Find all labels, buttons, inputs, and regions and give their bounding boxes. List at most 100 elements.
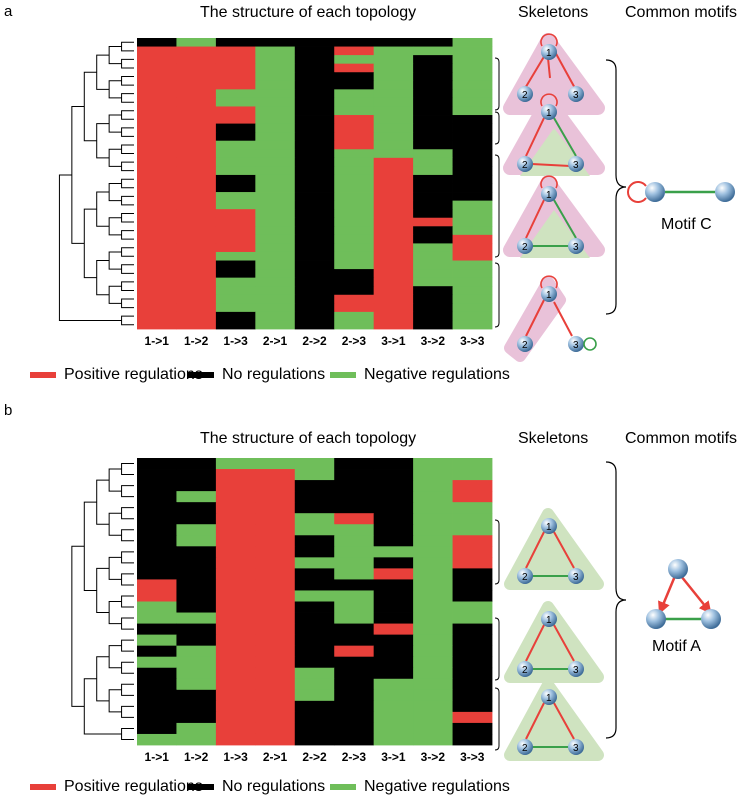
legend-label: Negative regulations: [364, 366, 510, 383]
heatmap-cell: [334, 645, 375, 658]
heatmap-cell: [334, 579, 375, 591]
heatmap-cell: [452, 209, 493, 219]
heatmap-cell: [373, 458, 414, 470]
heatmap-cell: [452, 243, 493, 253]
heatmap-cell: [137, 612, 177, 624]
heatmap-cell: [294, 260, 335, 270]
heatmap-cell: [452, 260, 493, 270]
heatmap-cell: [452, 524, 493, 536]
heatmap-cell: [452, 601, 493, 613]
heatmap-cell: [215, 80, 256, 90]
heatmap-cell: [255, 623, 296, 636]
legend-label: No regulations: [222, 366, 325, 383]
heatmap-cell: [373, 513, 414, 525]
dendrogram-branch: [121, 41, 134, 52]
dendrogram-branch: [121, 110, 134, 120]
heatmap-cell: [334, 63, 375, 73]
heatmap-cell: [176, 645, 217, 658]
heatmap-cell: [373, 260, 414, 270]
heatmap-cell: [334, 294, 375, 304]
heatmap-cell: [137, 491, 177, 503]
heatmap-cell: [176, 733, 217, 746]
heatmap-cell: [294, 700, 335, 713]
heatmap-cell: [373, 480, 414, 492]
heatmap-cell: [413, 711, 453, 724]
heatmap-cell: [294, 458, 335, 470]
heatmap-cell: [413, 140, 453, 150]
heatmap-cell: [294, 294, 335, 304]
heatmap-cell: [413, 183, 453, 193]
heatmap-cell: [373, 251, 414, 261]
heatmap-cell: [413, 38, 453, 47]
dendrogram: [58, 41, 134, 326]
heatmap-cell: [373, 590, 414, 602]
skeleton-2: 1 2 3: [504, 601, 604, 683]
heatmap-cell: [137, 97, 177, 107]
heatmap-cell: [215, 243, 256, 253]
heatmap-cell: [176, 590, 217, 602]
heatmap-cell: [137, 251, 177, 261]
heatmap-cell: [452, 458, 493, 470]
heatmap-cell: [452, 568, 493, 580]
heatmap-cell: [255, 546, 296, 558]
heatmap-cell: [373, 166, 414, 176]
heatmap-cell: [413, 294, 453, 304]
heatmap-cell: [215, 656, 256, 669]
dendrogram-branch: [121, 315, 134, 326]
heatmap-cell: [255, 192, 296, 202]
svg-text:2: 2: [522, 572, 528, 583]
heatmap-cell: [452, 667, 493, 680]
dendrogram-branch: [121, 661, 134, 674]
heatmap-cell: [137, 689, 177, 702]
heatmap-cell: [215, 689, 256, 702]
dendrogram-branch: [121, 230, 134, 240]
heatmap-cell: [255, 123, 296, 133]
heatmap-cell: [215, 63, 256, 73]
heatmap-cell: [255, 513, 296, 525]
heatmap-cell: [413, 303, 453, 313]
heatmap-cell: [452, 217, 493, 227]
dendrogram-branch: [108, 468, 122, 492]
heatmap-cell: [176, 72, 217, 82]
column-label: 3->3: [460, 750, 485, 764]
heatmap-cell: [215, 303, 256, 313]
heatmap-cell: [452, 590, 493, 602]
dendrogram-branch: [108, 217, 122, 236]
heatmap-cell: [452, 320, 493, 330]
heatmap-cell: [176, 80, 217, 90]
heatmap-cell: [413, 277, 453, 287]
heatmap-cell: [413, 469, 453, 481]
heatmap-cell: [373, 656, 414, 669]
dendrogram-branch: [121, 127, 134, 137]
heatmap-cell: [413, 579, 453, 591]
svg-text:2: 2: [522, 242, 528, 253]
heatmap-cell: [137, 480, 177, 492]
heatmap-cell: [176, 209, 217, 219]
dendrogram-branch: [108, 148, 122, 167]
legend-label: No regulations: [222, 778, 325, 795]
heatmap-cell: [137, 303, 177, 313]
heatmap-cell: [215, 46, 256, 56]
heatmap-cell: [137, 183, 177, 193]
heatmap-cell: [413, 200, 453, 210]
heatmap-cell: [452, 80, 493, 90]
heatmap-cell: [413, 700, 453, 713]
heatmap-cell: [255, 183, 296, 193]
heatmap-cell: [294, 149, 335, 159]
dendrogram-branch: [71, 545, 85, 707]
heatmap-cell: [176, 667, 217, 680]
dendrogram-branch: [121, 178, 134, 189]
dendrogram-branch: [83, 208, 97, 279]
dendrogram-branch: [121, 58, 134, 69]
heatmap-cell: [294, 612, 335, 624]
heatmap-cell: [137, 524, 177, 536]
heatmap-cell: [373, 174, 414, 184]
heatmap-cell: [413, 502, 453, 514]
heatmap-cell: [176, 38, 217, 47]
heatmap-cell: [294, 711, 335, 724]
heatmap-cell: [255, 667, 296, 680]
heatmap-cell: [373, 286, 414, 296]
heatmap-cell: [215, 601, 256, 613]
heatmap: [137, 458, 493, 746]
